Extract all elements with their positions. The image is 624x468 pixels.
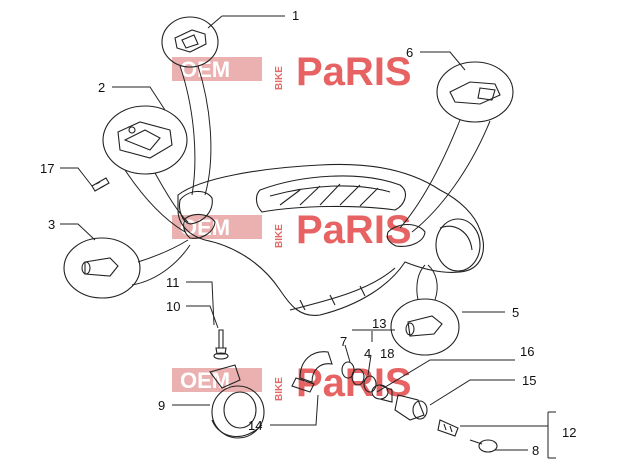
callout-15: 15 [522,373,536,388]
watermark-vertical-text: BIKE [274,66,285,90]
elbow-part-14 [291,351,333,393]
watermark-vertical-text: BIKE [274,224,285,248]
callout-13: 13 [372,316,386,331]
detail-circle-part-1 [161,16,219,196]
handlebar-cover [177,163,484,316]
watermark-left-text: OEM [180,57,230,82]
callout-2: 2 [98,80,105,95]
watermark-top: OEM BIKE PaRIS [172,50,412,94]
watermark-vertical-text: BIKE [274,377,285,401]
callout-12: 12 [562,425,576,440]
callout-7: 7 [340,334,347,349]
detail-circle-part-3 [63,237,191,299]
callout-14: 14 [248,418,262,433]
callout-17: 17 [40,161,54,176]
callout-3: 3 [48,217,55,232]
callout-9: 9 [158,398,165,413]
callout-11: 11 [166,275,180,290]
callout-5: 5 [512,305,519,320]
callout-labels: 1 2 3 4 5 6 7 8 9 10 11 12 13 14 15 16 1… [40,8,576,458]
callout-18: 18 [380,346,394,361]
cap-part-15 [394,394,428,421]
bolt-part-11 [213,329,229,360]
callout-6: 6 [406,45,413,60]
callout-leaders [60,15,556,459]
screw-part-12 [437,419,459,437]
ring-parts-4-18 [341,361,377,393]
detail-circle-part-2 [102,105,189,233]
watermark-left-text: OEM [180,368,230,393]
watermark-middle: OEM BIKE PaRIS [172,208,412,252]
screw-part-17 [91,177,110,192]
callout-4: 4 [364,346,371,361]
callout-16: 16 [520,344,534,359]
horn-part-9 [209,364,265,439]
detail-circle-part-5 [390,264,460,356]
callout-8: 8 [532,443,539,458]
watermark-right-text: PaRIS [296,208,412,252]
washer-part-8 [469,439,498,453]
callout-10: 10 [166,299,180,314]
callout-1: 1 [292,8,299,23]
fitting-part-16 [371,384,393,403]
watermark-right-text: PaRIS [296,50,412,94]
detail-circle-part-6 [399,61,514,233]
